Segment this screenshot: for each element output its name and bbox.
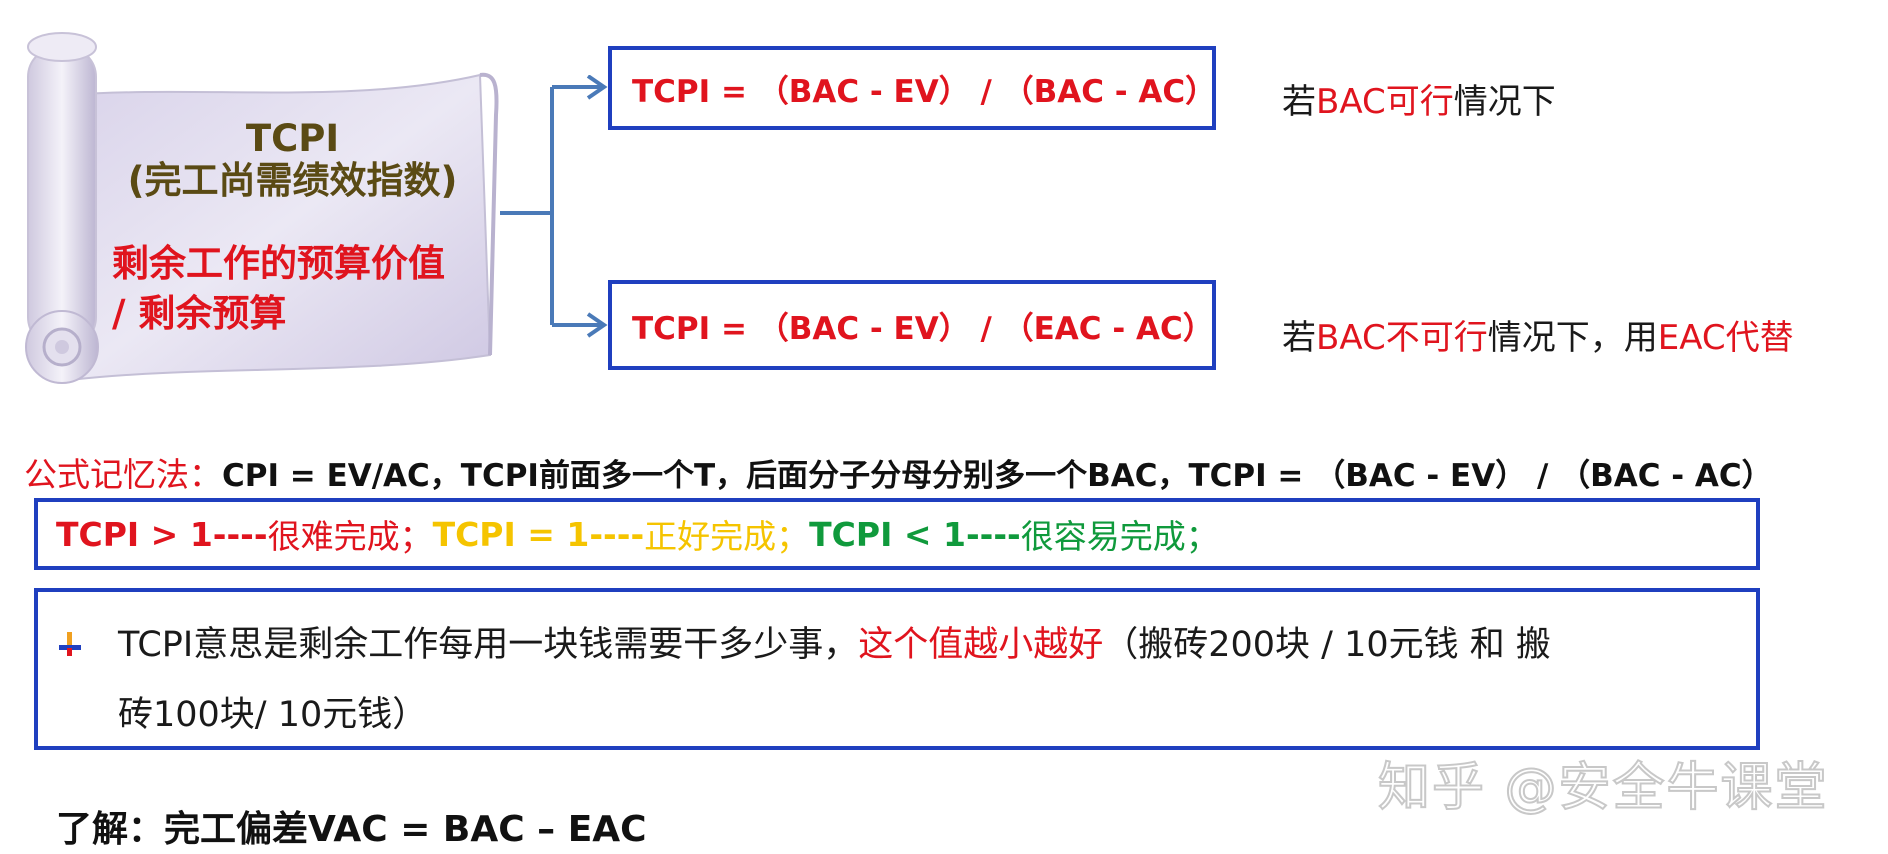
rule-lt-text: 很容易完成；	[1020, 517, 1219, 556]
scroll-body-line2: / 剩余预算	[112, 291, 287, 335]
scroll-body-line1: 剩余工作的预算价值	[112, 241, 445, 285]
rule-eq-text: 正好完成；	[644, 517, 810, 556]
interpretation-rules-box: TCPI > 1----很难完成； TCPI = 1----正好完成； TCPI…	[34, 498, 1760, 570]
explanation-line-2: 砖100块/ 10元钱）	[118, 695, 428, 735]
rule-eq-formula: TCPI = 1----	[432, 514, 645, 554]
note-highlight: BAC可行	[1316, 82, 1454, 122]
rule-gt-text: 很难完成；	[267, 517, 433, 556]
explanation-line-1: TCPI意思是剩余工作每用一块钱需要干多少事，这个值越小越好（搬砖200块 / …	[118, 616, 1551, 667]
explanation-highlight: 这个值越小越好	[858, 625, 1104, 665]
memory-bac-2: BAC	[1590, 458, 1661, 494]
formula-box-bac-infeasible: TCPI = （BAC - EV） / （EAC - AC）	[608, 280, 1216, 370]
explanation-text-b: （搬砖200块 / 10元钱 和 搬	[1103, 625, 1551, 665]
footer-vac-note: 了解：完工偏差VAC = BAC – EAC	[56, 809, 647, 850]
memory-text: CPI = EV/AC，TCPI前面多一个T，后面分子分母分别多一个BAC，	[222, 458, 1189, 494]
note-suffix: 情况下	[1453, 82, 1556, 122]
scroll-body: 剩余工作的预算价值 / 剩余预算	[112, 238, 492, 338]
scroll-title: TCPI (完工尚需绩效指数)	[100, 118, 485, 202]
note-mid: 情况下，用	[1487, 318, 1658, 358]
memory-t: T	[1188, 458, 1210, 494]
note-prefix: 若	[1282, 82, 1316, 122]
memory-formula-end: - AC）	[1660, 458, 1773, 494]
note-bac-feasible: 若BAC可行情况下	[1282, 74, 1556, 123]
note-highlight-1: BAC不可行	[1316, 318, 1488, 358]
memory-label: 公式记忆法：	[24, 455, 222, 494]
note-bac-infeasible: 若BAC不可行情况下，用EAC代替	[1282, 310, 1794, 359]
scroll-banner	[25, 32, 499, 384]
note-highlight-2: EAC代替	[1657, 318, 1794, 358]
branch-connector	[500, 75, 608, 338]
explanation-text-a: TCPI意思是剩余工作每用一块钱需要干多少事，	[118, 625, 859, 665]
note-prefix: 若	[1282, 318, 1316, 358]
bullet-icon	[59, 632, 81, 656]
memory-tip: 公式记忆法：CPI = EV/AC，TCPI前面多一个T，后面分子分母分别多一个…	[24, 448, 1773, 496]
memory-formula-start: CPI = （	[1209, 458, 1346, 494]
formula-box-bac-feasible: TCPI = （BAC - EV） / （BAC - AC）	[608, 46, 1216, 130]
rule-lt-formula: TCPI < 1----	[809, 514, 1021, 554]
explanation-box: TCPI意思是剩余工作每用一块钱需要干多少事，这个值越小越好（搬砖200块 / …	[34, 588, 1760, 750]
memory-formula-mid: - EV） / （	[1415, 458, 1591, 494]
watermark: 知乎 @安全牛课堂	[1377, 757, 1829, 819]
formula-text: TCPI = （BAC - EV） / （EAC - AC）	[632, 310, 1214, 347]
scroll-title-line1: TCPI	[245, 117, 340, 160]
formula-text: TCPI = （BAC - EV） / （BAC - AC）	[632, 73, 1217, 110]
memory-bac-1: BAC	[1345, 458, 1416, 494]
rule-gt-formula: TCPI > 1----	[56, 514, 268, 554]
scroll-title-line2: (完工尚需绩效指数)	[127, 159, 458, 202]
